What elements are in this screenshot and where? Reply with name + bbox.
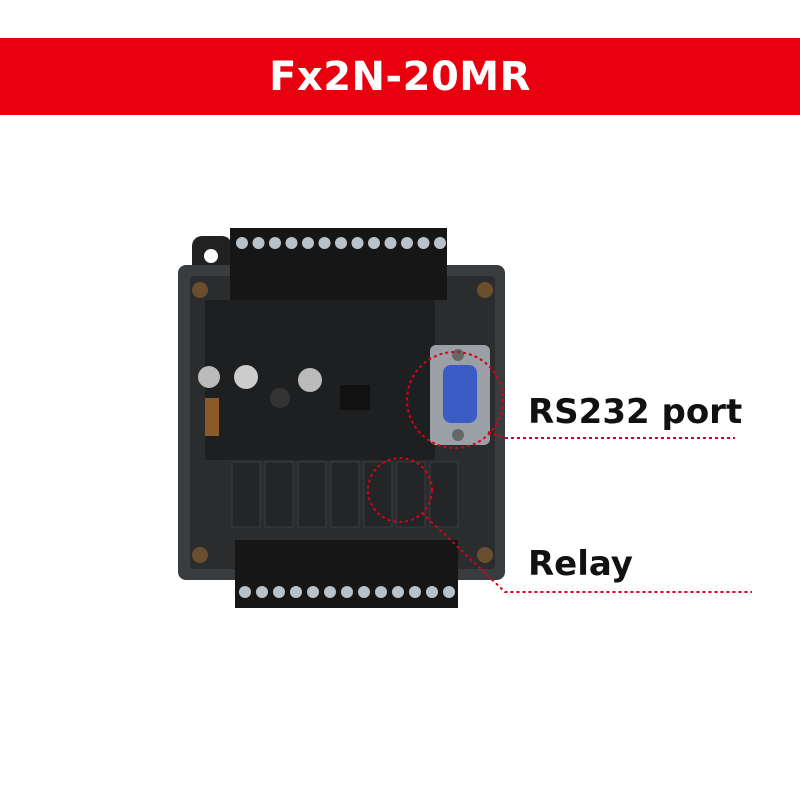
relay xyxy=(264,461,294,528)
terminal-screw xyxy=(401,237,413,249)
terminal-screw xyxy=(302,237,314,249)
relay xyxy=(363,461,393,528)
terminal-screw xyxy=(368,237,380,249)
terminal-screw xyxy=(351,237,364,249)
terminal-screw xyxy=(443,586,455,598)
relay-marker-circle xyxy=(367,457,433,523)
relay xyxy=(231,461,261,528)
terminal-screw xyxy=(239,586,251,598)
relay xyxy=(429,461,459,528)
rs232-marker-circle xyxy=(406,351,504,449)
terminal-screw xyxy=(307,586,319,598)
terminal-screw xyxy=(384,237,397,249)
terminal-screw xyxy=(434,237,446,249)
terminal-screw xyxy=(273,586,285,598)
relay xyxy=(297,461,327,528)
rs232-port-label: RS232 port xyxy=(528,392,743,432)
terminal-screw xyxy=(392,586,404,598)
terminal-screw xyxy=(269,237,281,249)
terminal-screw xyxy=(426,586,438,598)
terminal-screw xyxy=(375,586,387,598)
terminal-screw xyxy=(335,237,347,249)
relay-leader-line xyxy=(421,512,752,593)
terminal-screw xyxy=(409,586,421,598)
rs232-leader-line xyxy=(487,431,735,439)
terminal-screw xyxy=(318,237,331,249)
relay xyxy=(396,461,426,528)
terminal-screw xyxy=(256,586,268,598)
terminal-screw xyxy=(252,237,265,249)
terminal-screw xyxy=(417,237,430,249)
terminal-screw xyxy=(236,237,248,249)
terminal-screw xyxy=(324,586,336,598)
terminal-screw xyxy=(285,237,298,249)
terminal-screw xyxy=(358,586,370,598)
relay xyxy=(330,461,360,528)
terminal-screw xyxy=(341,586,353,598)
title-banner: Fx2N-20MR xyxy=(0,38,800,115)
product-title: Fx2N-20MR xyxy=(269,53,531,100)
relay-label: Relay xyxy=(528,544,633,584)
terminal-screw xyxy=(290,586,302,598)
